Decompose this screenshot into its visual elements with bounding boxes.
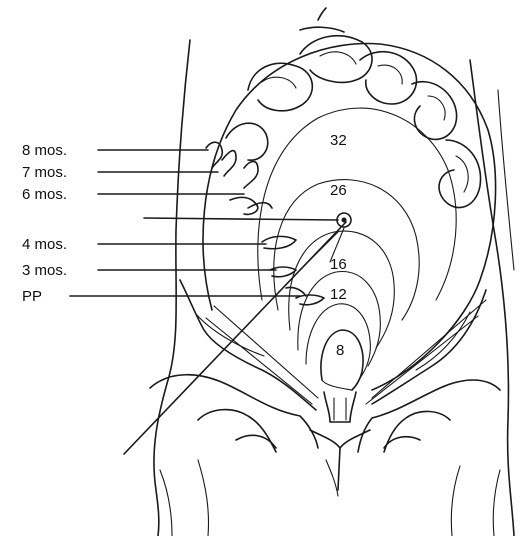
label-4-months: 4 mos.	[22, 237, 67, 252]
intestine-loops	[226, 36, 481, 208]
label-12-weeks: 12	[330, 287, 347, 302]
label-8-weeks: 8	[336, 343, 344, 358]
fundal-height-arcs	[258, 108, 456, 390]
pelvis-right	[372, 290, 486, 404]
abdomen-top	[300, 8, 344, 32]
body-outline-right	[470, 60, 514, 536]
umbilicus-pointer-line	[124, 222, 346, 454]
label-6-months: 6 mos.	[22, 187, 67, 202]
label-postpartum: PP	[22, 289, 42, 304]
label-26-weeks: 26	[330, 183, 347, 198]
label-16-weeks: 16	[330, 257, 347, 272]
label-32-weeks: 32	[330, 133, 347, 148]
label-7-months: 7 mos.	[22, 165, 67, 180]
label-8-months: 8 mos.	[22, 143, 67, 158]
umbilicus-leader	[144, 218, 338, 220]
body-outline-right-inner	[498, 90, 514, 270]
label-leader-lines	[70, 150, 300, 296]
cervix	[324, 392, 356, 422]
hip-bone-right	[358, 380, 500, 452]
hip-bone-left	[150, 375, 318, 448]
arc-8-weeks	[321, 330, 363, 390]
label-3-months: 3 mos.	[22, 263, 67, 278]
month-markers	[206, 142, 324, 305]
arc-12-weeks	[306, 304, 370, 378]
arc-32-weeks	[258, 108, 456, 300]
